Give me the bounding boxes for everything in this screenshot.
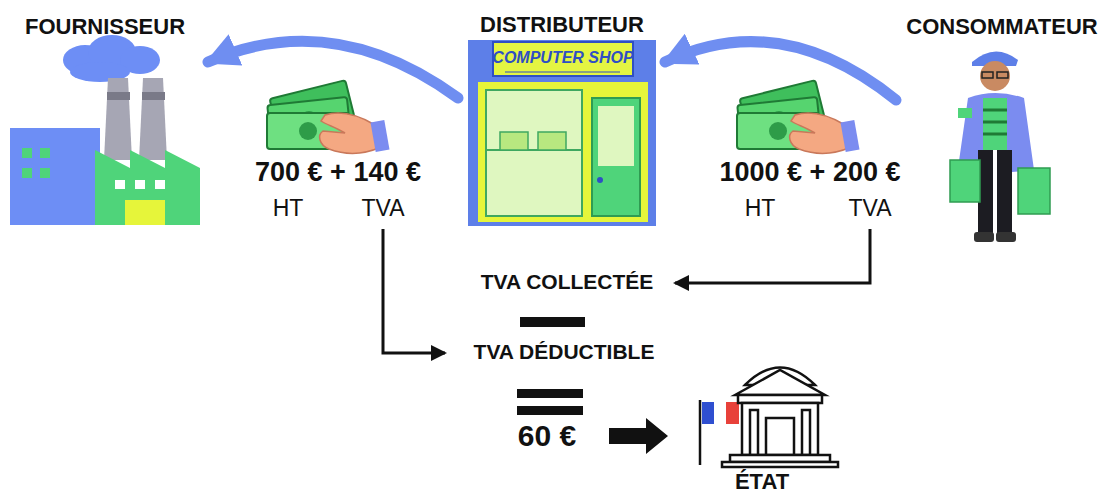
state-building: [700, 368, 838, 468]
block-arrow: [609, 418, 668, 454]
shop-illustration: [592, 98, 640, 216]
shop-illustration: [493, 42, 633, 76]
consumer-illustration: [983, 121, 1007, 124]
state-building: [735, 370, 825, 395]
factory-illustration: [22, 168, 32, 178]
state-building: [766, 418, 794, 455]
consumer-illustration: [983, 133, 1007, 136]
consumer-illustration: [980, 61, 1010, 91]
node-label: ÉTAT: [735, 469, 789, 494]
state-node: ÉTAT: [680, 350, 845, 496]
cash-hand: [737, 80, 859, 153]
state-building: [802, 410, 810, 455]
payment-node: 1000 € + 200 € HT TVA: [690, 155, 930, 227]
shop-illustration: [598, 106, 634, 166]
shop-illustration: [468, 40, 656, 226]
node-label: TVA DÉDUCTIBLE: [474, 340, 655, 364]
node-label: 1000 € + 200 €: [720, 157, 901, 188]
node-label: TVA COLLECTÉE: [481, 270, 654, 294]
flow-arrow: [675, 229, 870, 283]
state-building: [714, 402, 726, 424]
shop-illustration: [597, 177, 603, 183]
equals-sign: [517, 406, 583, 415]
shop-node: DISTRIBUTEUR COMPUTER SHOP: [462, 8, 662, 228]
deductible-vat-node: TVA DÉDUCTIBLE: [448, 338, 680, 368]
factory-illustration: [135, 180, 145, 189]
node-label: DISTRIBUTEUR: [480, 12, 644, 37]
consumer-node: CONSOMMATEUR: [900, 10, 1105, 250]
consumer-illustration: [950, 51, 1050, 242]
cash-hand: [267, 80, 389, 153]
shop-illustration: [538, 132, 566, 150]
state-building: [726, 402, 739, 424]
factory-illustration: [115, 180, 125, 189]
node-sublabel: HT: [745, 195, 776, 221]
consumer-illustration: [982, 72, 993, 78]
shop-illustration: [478, 82, 648, 222]
factory-illustration: [10, 128, 100, 225]
state-building: [702, 402, 714, 424]
flow-arrow: [383, 229, 445, 353]
consumer-illustration: [950, 160, 980, 202]
node-label: 60 €: [518, 419, 576, 454]
factory-illustration: [142, 92, 165, 100]
shop-illustration: [505, 72, 620, 73]
factory-illustration: [139, 78, 167, 160]
factory-illustration: [104, 78, 132, 160]
equals-sign: [517, 389, 583, 398]
factory-illustration: [40, 168, 50, 178]
state-building: [699, 400, 702, 465]
minus-sign: [520, 317, 585, 327]
factory-illustration: [95, 150, 200, 225]
node-sublabel: TVA: [848, 195, 891, 221]
payment-node: 700 € + 140 € HT TVA: [228, 155, 448, 227]
shop-illustration: [468, 40, 656, 226]
node-label: CONSOMMATEUR: [906, 14, 1097, 39]
state-building: [722, 462, 838, 467]
node-sublabel: TVA: [361, 195, 404, 221]
consumer-illustration: [974, 232, 994, 242]
payment-arrow: [208, 41, 458, 98]
node-sublabel: HT: [273, 195, 304, 221]
consumer-illustration: [997, 150, 1012, 235]
consumer-illustration: [1018, 168, 1050, 214]
supplier-node: FOURNISSEUR: [5, 10, 205, 228]
consumer-illustration: [983, 109, 1007, 112]
factory-illustration: [125, 200, 165, 225]
factory-illustration: [107, 92, 130, 100]
payment-arrow: [665, 42, 896, 100]
amount-node: 60 €: [500, 418, 595, 454]
consumer-illustration: [996, 232, 1016, 242]
collected-vat-node: TVA COLLECTÉE: [462, 268, 672, 298]
state-building: [750, 410, 758, 455]
factory-illustration: [22, 148, 32, 158]
consumer-illustration: [958, 108, 972, 118]
consumer-illustration: [997, 72, 1008, 78]
shop-illustration: [500, 132, 528, 150]
factory-illustration: [40, 148, 50, 158]
node-sublabel: COMPUTER SHOP: [492, 49, 633, 67]
node-label: FOURNISSEUR: [25, 14, 185, 39]
shop-illustration: [486, 90, 582, 216]
factory-illustration: [10, 35, 200, 225]
node-label: 700 € + 140 €: [255, 157, 421, 188]
factory-illustration: [155, 180, 165, 189]
consumer-illustration: [983, 98, 1007, 150]
state-building: [742, 403, 818, 455]
